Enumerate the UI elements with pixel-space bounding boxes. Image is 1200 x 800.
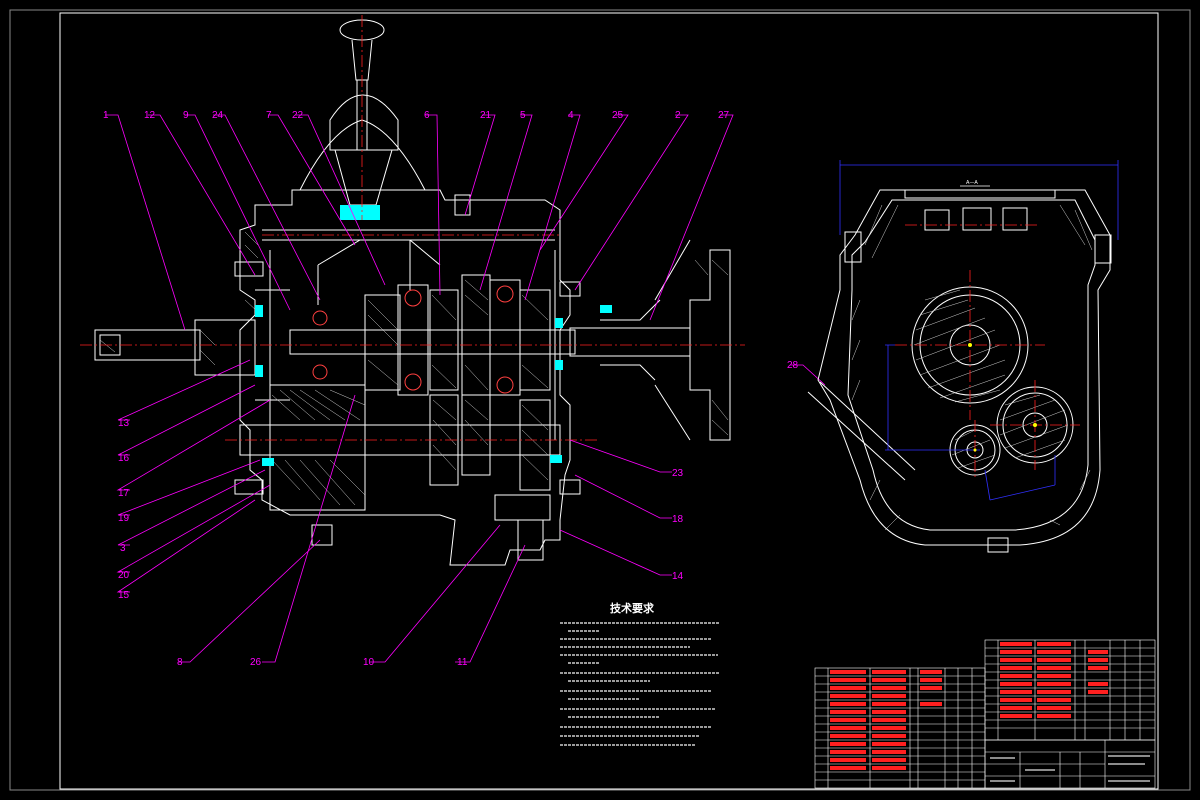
- callout-24: 24: [212, 110, 224, 121]
- callout-16: 16: [118, 453, 130, 464]
- callout-20: 20: [118, 570, 130, 581]
- side-section-view: [807, 189, 1112, 553]
- callout-12: 12: [144, 110, 156, 121]
- main-shaft: [289, 329, 576, 355]
- callout-26: 26: [250, 657, 262, 668]
- main-centerlines: [80, 15, 745, 441]
- parts-list-upper: [984, 639, 1156, 741]
- side-centerlines: [895, 224, 1080, 480]
- callout-6: 6: [424, 110, 430, 121]
- callout-5: 5: [520, 110, 526, 121]
- output-shaft: [569, 327, 691, 357]
- sync-2: [489, 279, 521, 396]
- gear-b: [429, 289, 459, 391]
- section-mark-label: A—A: [966, 180, 978, 186]
- callout-leaders: [105, 114, 826, 663]
- callout-4: 4: [568, 110, 574, 121]
- highlights: [968, 343, 1037, 452]
- inner-border: [59, 12, 1159, 790]
- callout-10: 10: [363, 657, 375, 668]
- callout-19: 19: [118, 513, 130, 524]
- side-hatching: [851, 204, 1093, 531]
- parts-list-entries: [830, 642, 1108, 770]
- callout-7: 7: [266, 110, 272, 121]
- callout-17: 17: [118, 488, 130, 499]
- shift-forks: [312, 285, 514, 394]
- callout-8: 8: [177, 657, 183, 668]
- top-cover: [239, 189, 571, 566]
- gear-a: [364, 294, 401, 391]
- callout-2: 2: [675, 110, 681, 121]
- callout-9: 9: [183, 110, 189, 121]
- callout-15: 15: [118, 590, 130, 601]
- callout-22: 22: [292, 110, 304, 121]
- callout-27: 27: [718, 110, 730, 121]
- callout-25: 25: [612, 110, 624, 121]
- sync-1: [397, 284, 429, 396]
- gear-d: [519, 289, 551, 391]
- cgear-c: [461, 394, 491, 476]
- callout-11: 11: [457, 657, 468, 668]
- cgear-d: [519, 399, 551, 491]
- callout-21: 21: [480, 110, 492, 121]
- technical-requirements: 技术要求: [560, 601, 720, 746]
- output-flange: [689, 249, 731, 441]
- tech-req-title: 技术要求: [610, 601, 655, 615]
- callout-14: 14: [672, 571, 684, 582]
- callout-3: 3: [120, 543, 126, 554]
- callout-23: 23: [672, 468, 684, 479]
- callout-1: 1: [103, 110, 109, 121]
- side-dimensions: [839, 160, 1119, 501]
- callout-28: 28: [787, 360, 799, 371]
- section-mark: A—A: [960, 180, 990, 187]
- callout-labels: 1 12 9 24 7 22 6 21 5 4 25 2 27 13 16 17…: [103, 110, 799, 668]
- title-block: [984, 739, 1156, 789]
- title-block-text: [990, 755, 1150, 782]
- lever-dome: [329, 94, 399, 151]
- bearings: [255, 205, 612, 466]
- callout-13: 13: [118, 418, 130, 429]
- cgear-a: [269, 384, 366, 511]
- main-hatching: [99, 231, 729, 506]
- main-section-view: [94, 19, 731, 566]
- reverse-idler: [494, 494, 551, 521]
- callout-18: 18: [672, 514, 684, 525]
- outer-border: [9, 9, 1191, 791]
- side-housing: [817, 189, 1111, 546]
